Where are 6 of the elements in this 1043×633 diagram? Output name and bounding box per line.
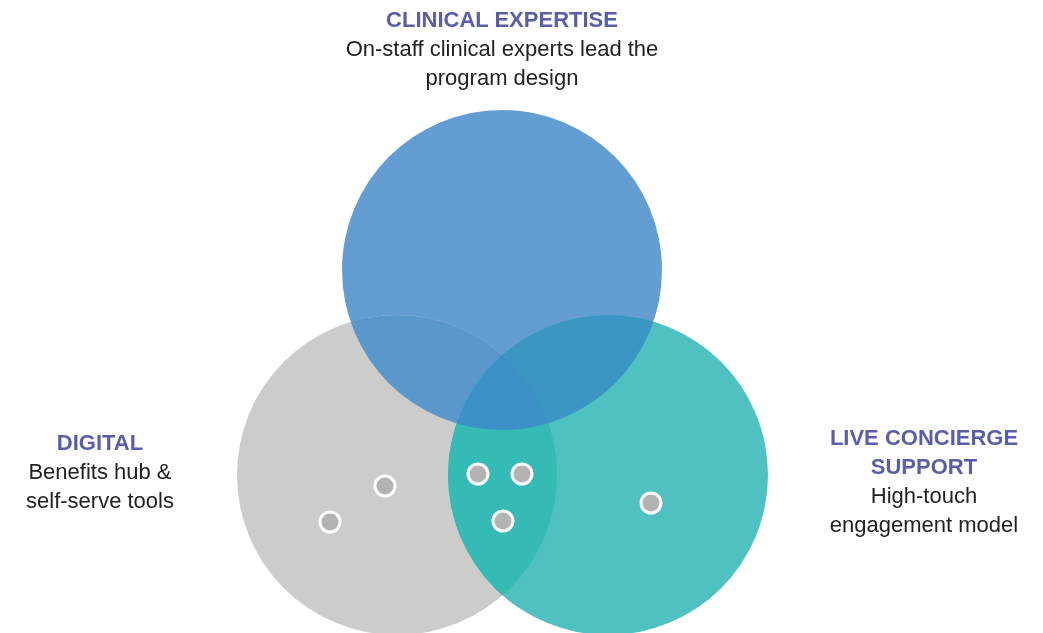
description: On-staff clinical experts lead the program design: [344, 35, 660, 92]
heading: LIVE CONCIERGE SUPPORT: [828, 424, 1020, 481]
description: Benefits hub & self-serve tools: [25, 458, 175, 515]
description: High-touch engagement model: [828, 482, 1020, 539]
heading: DIGITAL: [55, 429, 145, 457]
heading: CLINICAL EXPERTISE: [385, 6, 619, 34]
